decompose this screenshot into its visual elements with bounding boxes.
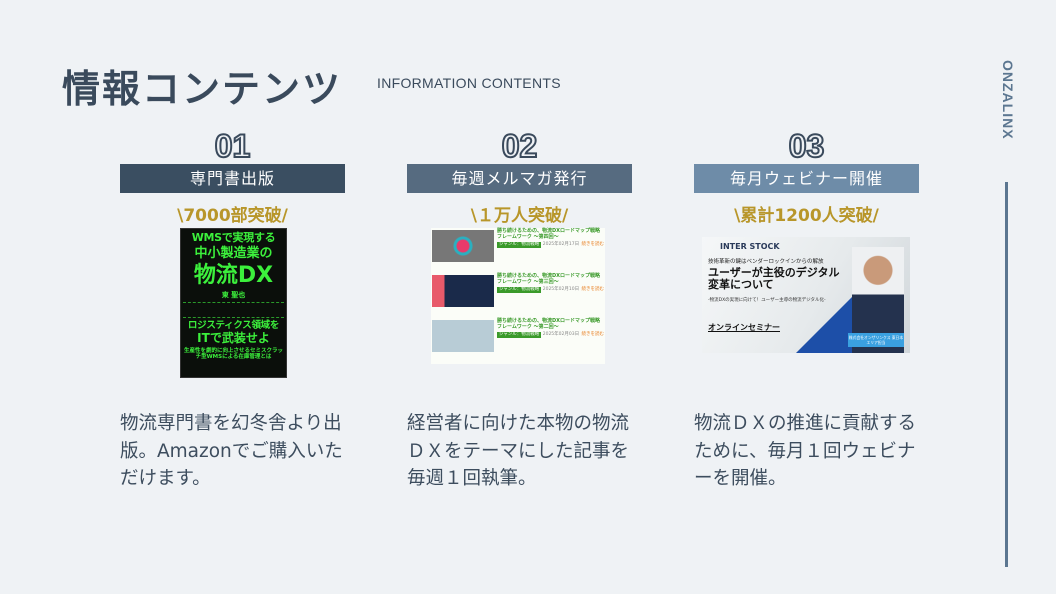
article-item: 勝ち続けるための、物流DXロードマップ戦略フレームワーク 〜第二回〜ジャンル：物…	[432, 318, 605, 363]
article-title: 勝ち続けるための、物流DXロードマップ戦略フレームワーク 〜第二回〜	[497, 318, 601, 330]
banner-kicker: 技術革新の鍵はベンダーロックインからの解放	[708, 259, 824, 265]
book-tagline: 生産性を劇的に向上させるセミスクラッチ型WMSによる在庫管理とは	[183, 347, 283, 360]
column-highlight: \累計1200人突破/	[734, 206, 879, 226]
book-title-line: 物流DX	[193, 262, 274, 288]
article-tag: ジャンル：物流戦略	[497, 332, 542, 338]
read-more-link: 続きを読む	[581, 287, 605, 292]
article-thumbnail	[432, 275, 494, 307]
article-title: 勝ち続けるための、物流DXロードマップ戦略フレームワーク 〜第四回〜	[497, 228, 601, 240]
content-column-newsletter: 02 毎週メルマガ発行 \１万人突破/	[407, 127, 632, 226]
article-tag: ジャンル：物流戦略	[497, 242, 542, 248]
column-number: 02	[501, 127, 539, 165]
article-item: 勝ち続けるための、物流DXロードマップ戦略フレームワーク 〜第三回〜ジャンル：物…	[432, 273, 605, 318]
article-title: 勝ち続けるための、物流DXロードマップ戦略フレームワーク 〜第三回〜	[497, 273, 601, 285]
brand-label: ONZALINX	[1000, 60, 1016, 140]
column-description: 物流ＤＸの推進に貢献するために、毎月１回ウェビナーを開催。	[694, 413, 917, 489]
column-label: 毎月ウェビナー開催	[694, 164, 919, 193]
article-date: 2025年02月03日	[542, 332, 580, 337]
banner-online-seminar: オンラインセミナー	[708, 323, 780, 332]
banner-logo: INTER STOCK	[720, 242, 780, 251]
content-column-books: 01 専門書出版 \7000部突破/	[120, 127, 345, 226]
column-description: 経営者に向けた本物の物流ＤＸをテーマにした記事を毎週１回執筆。	[407, 413, 630, 489]
book-subtitle: ロジスティクス領域を	[187, 319, 280, 331]
column-description: 物流専門書を幻冬舎より出版。Amazonでご購入いただけます。	[120, 413, 343, 489]
column-highlight: \7000部突破/	[177, 206, 288, 226]
banner-decoration	[792, 297, 852, 353]
column-label: 専門書出版	[120, 164, 345, 193]
column-number: 03	[788, 127, 826, 165]
newsletter-image: 勝ち続けるための、物流DXロードマップ戦略フレームワーク 〜第四回〜ジャンル：物…	[431, 228, 605, 364]
book-author: 東 聖也	[221, 290, 246, 299]
read-more-link: 続きを読む	[581, 332, 605, 337]
article-date: 2025年02月10日	[542, 287, 580, 292]
book-cover-image: WMSで実現する 中小製造業の 物流DX 東 聖也 ロジスティクス領域を ITで…	[180, 228, 287, 378]
article-item: 勝ち続けるための、物流DXロードマップ戦略フレームワーク 〜第四回〜ジャンル：物…	[432, 228, 605, 273]
column-highlight: \１万人突破/	[470, 206, 569, 226]
banner-title: ユーザーが主役のデジタル変革について	[708, 266, 840, 291]
webinar-banner-image: INTER STOCK 技術革新の鍵はベンダーロックインからの解放 ユーザーが主…	[702, 237, 910, 353]
page-subtitle: INFORMATION CONTENTS	[377, 75, 561, 91]
page-title: 情報コンテンツ	[62, 67, 343, 111]
book-title-line: 中小製造業の	[194, 245, 273, 261]
book-illustration	[183, 301, 284, 318]
content-column-webinar: 03 毎月ウェビナー開催 \累計1200人突破/	[694, 127, 919, 226]
column-label: 毎週メルマガ発行	[407, 164, 632, 193]
book-subtitle: ITで武装せよ	[197, 330, 270, 345]
book-title-line: WMSで実現する	[191, 231, 276, 244]
speaker-badge: 株式会社オンザリンクス 東日本エリア担当	[848, 333, 904, 347]
article-thumbnail	[432, 320, 494, 352]
banner-subtitle: -物流DXの実現に向けて！ユーザー主導の物流デジタル化-	[708, 298, 826, 303]
column-number: 01	[214, 127, 252, 165]
divider-line	[1005, 182, 1008, 567]
article-tag: ジャンル：物流戦略	[497, 287, 542, 293]
article-date: 2025年02月17日	[542, 242, 580, 247]
article-thumbnail	[432, 230, 494, 262]
read-more-link: 続きを読む	[581, 242, 605, 247]
